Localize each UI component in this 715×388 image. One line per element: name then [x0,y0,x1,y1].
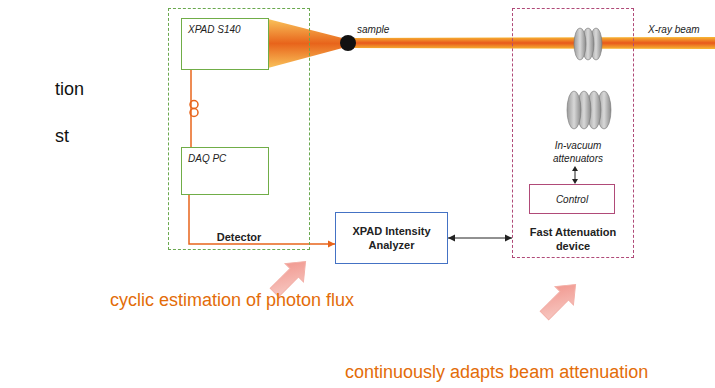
daq-box: DAQ PC [181,147,269,195]
node-text: XPAD S140 [188,24,241,35]
callout-text: continuously adapts beam attenuation [345,362,648,383]
attenuation-group: Fast Attenuation device Control [512,8,634,258]
part-label: In-vacuum attenuators [540,140,616,165]
beam-attenuator [574,28,602,60]
node-text: DAQ PC [188,153,226,164]
in-vacuum-attenuators [567,91,611,129]
node-text: Fast Attenuation device [517,225,629,254]
fragment-text: st [55,126,69,147]
sample-label: sample [357,24,389,35]
fragment-text: tion [55,79,84,100]
xray-beam [350,37,715,49]
node-text: XPAD Intensity Analyzer [344,224,440,253]
connector [448,235,512,242]
callout-text: cyclic estimation of photon flux [110,290,354,311]
analyzer-box: XPAD Intensity Analyzer [335,212,448,264]
node-text: Detector [169,231,309,243]
beam-label: X-ray beam [648,24,700,35]
control-box: Control [529,184,615,214]
connector [190,70,198,147]
node-text: Control [556,194,588,205]
connector [189,195,335,248]
control-link [572,166,578,184]
detector-group: Detector XPAD S140DAQ PC [168,8,310,250]
scattered-cone [268,19,350,68]
detector-box: XPAD S140 [181,18,269,70]
sample-dot [340,35,356,51]
callout-arrow [535,275,584,324]
